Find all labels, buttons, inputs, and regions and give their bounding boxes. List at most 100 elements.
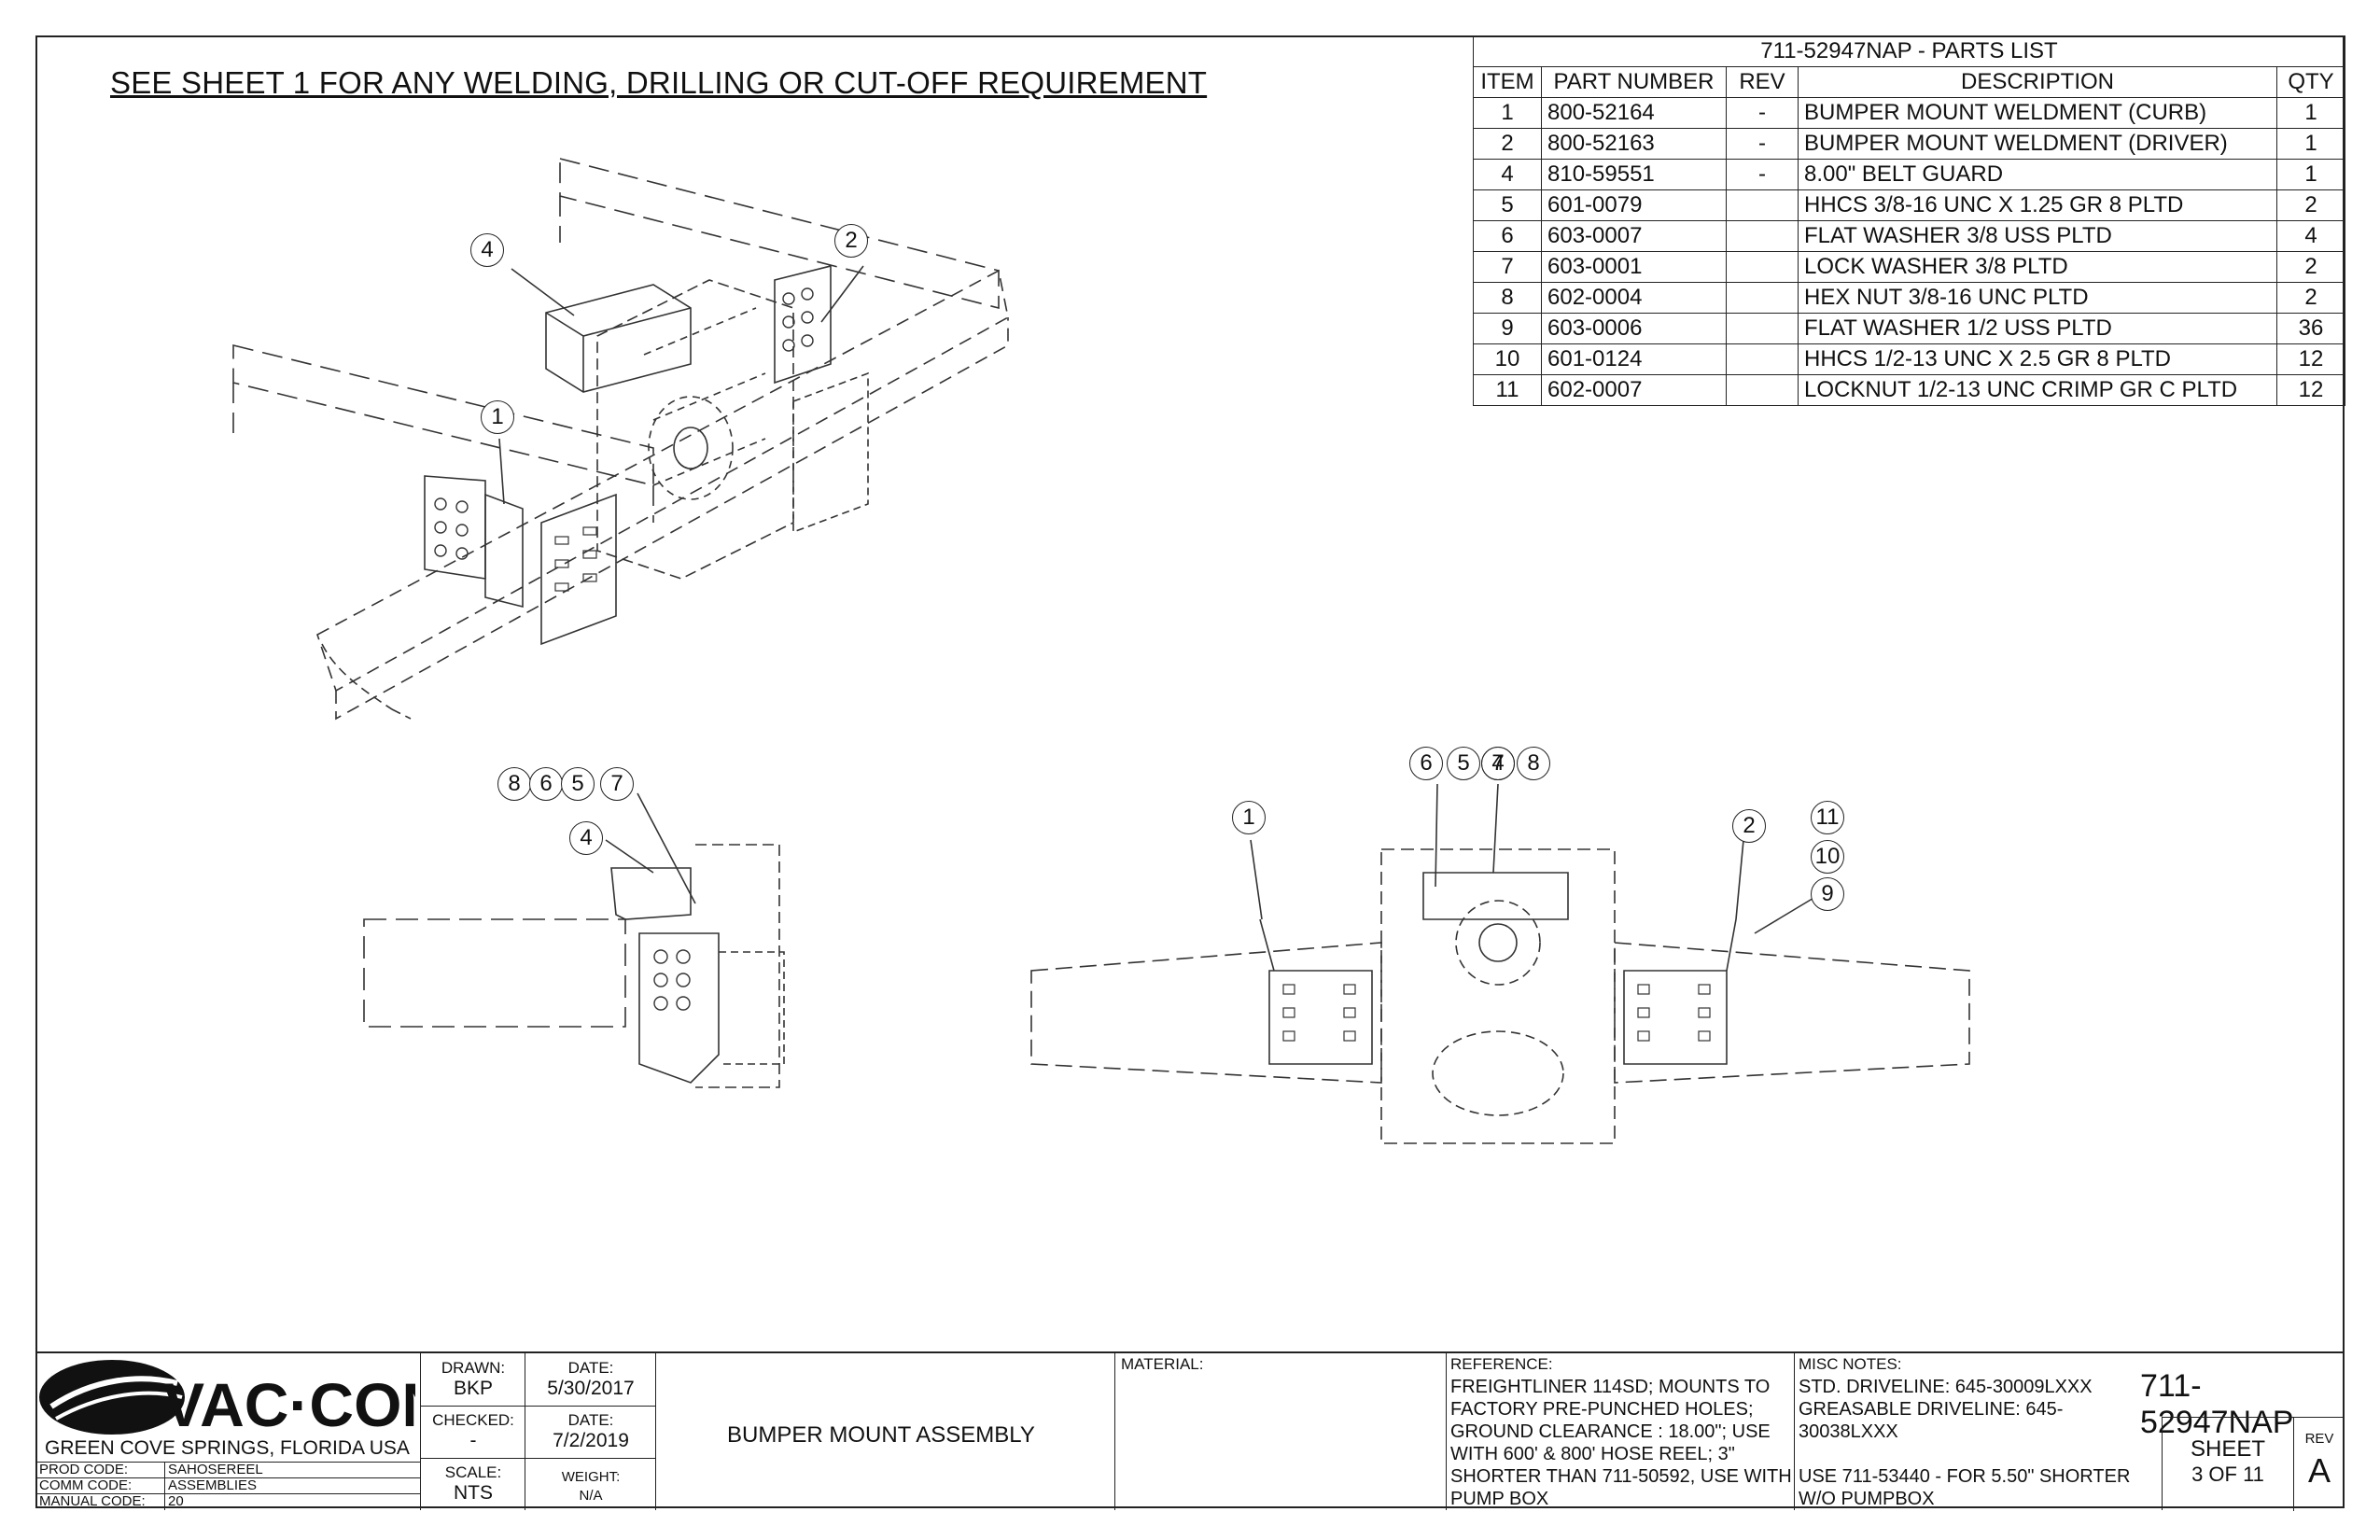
cell-item: 8 bbox=[1473, 282, 1542, 314]
cell-qty: 12 bbox=[2276, 374, 2345, 406]
cell-part-number: 601-0079 bbox=[1541, 189, 1727, 221]
cell-qty: 4 bbox=[2276, 220, 2345, 252]
reference-line: GROUND CLEARANCE : 18.00"; USE bbox=[1450, 1421, 1771, 1442]
balloon-item: 10 bbox=[1811, 840, 1844, 874]
cell-description: BUMPER MOUNT WELDMENT (DRIVER) bbox=[1798, 128, 2277, 160]
reference-cell: REFERENCE: FREIGHTLINER 114SD; MOUNTS TO… bbox=[1447, 1353, 1795, 1510]
cell-part-number: 800-52164 bbox=[1541, 97, 1727, 129]
cell-rev: - bbox=[1726, 159, 1799, 190]
balloon-item: 1 bbox=[481, 400, 514, 434]
manual-code: 20 bbox=[168, 1493, 184, 1509]
balloon-item: 7 bbox=[600, 767, 634, 801]
cell-item: 1 bbox=[1473, 97, 1542, 129]
comm-code-label: COMM CODE: bbox=[39, 1477, 133, 1493]
cell-description: HHCS 3/8-16 UNC X 1.25 GR 8 PLTD bbox=[1798, 189, 2277, 221]
col-description: DESCRIPTION bbox=[1798, 66, 2277, 98]
material-cell: MATERIAL: bbox=[1115, 1353, 1447, 1510]
cell-description: LOCKNUT 1/2-13 UNC CRIMP GR C PLTD bbox=[1798, 374, 2277, 406]
side-view bbox=[363, 792, 785, 1088]
misc-notes-label: MISC NOTES: bbox=[1799, 1355, 1902, 1373]
cell-rev bbox=[1726, 282, 1799, 314]
drawn-date: 5/30/2017 bbox=[547, 1378, 635, 1399]
cell-rev bbox=[1726, 374, 1799, 406]
cell-rev bbox=[1726, 251, 1799, 283]
cell-description: FLAT WASHER 1/2 USS PLTD bbox=[1798, 313, 2277, 344]
checked-by: - bbox=[469, 1430, 477, 1451]
date-cell: DATE: 5/30/2017 DATE: 7/2/2019 WEIGHT: N… bbox=[525, 1353, 656, 1510]
cell-rev: - bbox=[1726, 128, 1799, 160]
title-block: VAC·CON GREEN COVE SPRINGS, FLORIDA USA … bbox=[35, 1351, 2345, 1511]
balloon-item: 11 bbox=[1811, 801, 1844, 834]
balloon-item: 8 bbox=[497, 767, 531, 801]
drawing-border bbox=[35, 35, 2345, 1508]
title-cell: BUMPER MOUNT ASSEMBLY bbox=[656, 1353, 1115, 1510]
balloon-item: 4 bbox=[569, 821, 603, 855]
balloon-item: 1 bbox=[1232, 801, 1266, 834]
drawing-title: BUMPER MOUNT ASSEMBLY bbox=[727, 1422, 1035, 1448]
front-view bbox=[1030, 783, 1970, 1144]
cell-description: HHCS 1/2-13 UNC X 2.5 GR 8 PLTD bbox=[1798, 343, 2277, 375]
company-logo: VAC·CON bbox=[39, 1360, 415, 1439]
balloon-item: 6 bbox=[529, 767, 563, 801]
manual-code-label: MANUAL CODE: bbox=[39, 1493, 146, 1509]
isometric-view bbox=[232, 157, 1009, 721]
balloon-item: 2 bbox=[1732, 809, 1766, 843]
sheet-label: SHEET bbox=[2190, 1436, 2265, 1462]
weight-value: N/A bbox=[579, 1488, 603, 1504]
drawn-by: BKP bbox=[453, 1378, 494, 1399]
cell-item: 11 bbox=[1473, 374, 1542, 406]
reference-label: REFERENCE: bbox=[1450, 1355, 1553, 1373]
prod-code: SAHOSEREEL bbox=[168, 1462, 263, 1477]
misc-note-line: USE 711-53440 - FOR 5.50" SHORTER bbox=[1799, 1466, 2131, 1487]
balloon-item: 8 bbox=[1517, 747, 1550, 780]
cell-qty: 1 bbox=[2276, 128, 2345, 160]
reference-line: SHORTER THAN 711-50592, USE WITH bbox=[1450, 1466, 1792, 1487]
cell-qty: 12 bbox=[2276, 343, 2345, 375]
cell-qty: 36 bbox=[2276, 313, 2345, 344]
cell-part-number: 800-52163 bbox=[1541, 128, 1727, 160]
col-qty: QTY bbox=[2276, 66, 2345, 98]
rev-label: REV bbox=[2304, 1431, 2334, 1447]
sheet-number: 3 OF 11 bbox=[2191, 1463, 2264, 1486]
weight-label: WEIGHT: bbox=[561, 1469, 621, 1485]
reference-line: WITH 600' & 800' HOSE REEL; 3" bbox=[1450, 1444, 1735, 1464]
company-location: GREEN COVE SPRINGS, FLORIDA USA bbox=[45, 1437, 410, 1459]
balloon-item: 7 bbox=[1481, 747, 1515, 780]
parts-list-table: 711-52947NAP - PARTS LIST ITEM PART NUMB… bbox=[1473, 35, 2345, 406]
balloon-item: 2 bbox=[834, 224, 868, 258]
misc-note-line bbox=[1799, 1443, 2143, 1465]
balloon-item: 5 bbox=[561, 767, 595, 801]
cell-description: BUMPER MOUNT WELDMENT (CURB) bbox=[1798, 97, 2277, 129]
cell-rev bbox=[1726, 343, 1799, 375]
cell-part-number: 602-0007 bbox=[1541, 374, 1727, 406]
cell-qty: 2 bbox=[2276, 251, 2345, 283]
cell-rev: - bbox=[1726, 97, 1799, 129]
cell-item: 5 bbox=[1473, 189, 1542, 221]
company-name: VAC·CON bbox=[163, 1370, 415, 1439]
cell-description: LOCK WASHER 3/8 PLTD bbox=[1798, 251, 2277, 283]
cell-part-number: 603-0007 bbox=[1541, 220, 1727, 252]
cell-description: FLAT WASHER 3/8 USS PLTD bbox=[1798, 220, 2277, 252]
misc-note-line: GREASABLE DRIVELINE: 645-30038LXXX bbox=[1799, 1399, 2064, 1442]
cell-part-number: 603-0001 bbox=[1541, 251, 1727, 283]
scale-label: SCALE: bbox=[444, 1463, 502, 1481]
cell-description: 8.00" BELT GUARD bbox=[1798, 159, 2277, 190]
drawing-number: 711-52947NAP bbox=[2140, 1368, 2294, 1440]
misc-note-line: STD. DRIVELINE: 645-30009LXXX bbox=[1799, 1377, 2093, 1397]
col-part-number: PART NUMBER bbox=[1541, 66, 1727, 98]
material-label: MATERIAL: bbox=[1121, 1355, 1204, 1373]
drawn-date-label: DATE: bbox=[567, 1359, 614, 1377]
reference-line: PUMP BOX bbox=[1450, 1489, 1549, 1509]
prod-code-label: PROD CODE: bbox=[39, 1462, 129, 1477]
rev-value: A bbox=[2307, 1451, 2331, 1490]
misc-note-line: W/O PUMPBOX bbox=[1799, 1489, 1935, 1509]
